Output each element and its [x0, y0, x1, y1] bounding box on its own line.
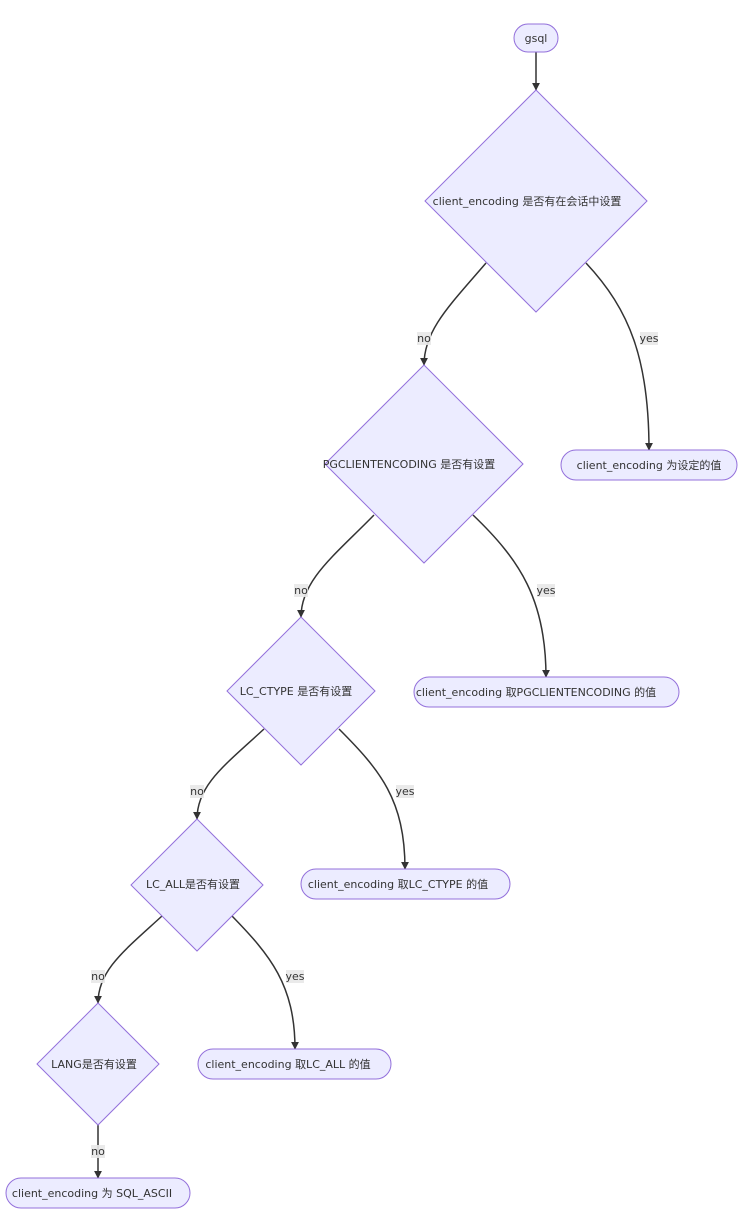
node-label: LANG是否有设置	[51, 1057, 137, 1071]
decision-pgclientencoding: PGCLIENTENCODING 是否有设置	[323, 364, 524, 564]
edge-pgclient-yes	[472, 514, 550, 678]
edge-label-lc-all-no: no	[91, 970, 105, 983]
result-session: client_encoding 为设定的值	[560, 449, 738, 481]
edge-label-lc-ctype-no: no	[190, 785, 204, 798]
decision-lc-ctype: LC_CTYPE 是否有设置	[226, 616, 376, 766]
edge-label-text: no	[91, 970, 105, 983]
edge-lc-all-no	[94, 915, 163, 1004]
result-pgclientencoding: client_encoding 取PGCLIENTENCODING 的值	[413, 676, 680, 708]
node-label: client_encoding 是否有在会话中设置	[433, 194, 622, 208]
node-label: client_encoding 取LC_CTYPE 的值	[308, 877, 488, 891]
edge-lc-all-yes	[231, 915, 299, 1050]
edge-label-text: yes	[536, 584, 555, 597]
node-start: gsql	[513, 23, 559, 53]
edge-label-pgclient-yes: yes	[536, 584, 556, 597]
decision-lc-all: LC_ALL是否有设置	[130, 818, 264, 952]
node-label: LC_ALL是否有设置	[146, 877, 240, 891]
edge-label-lc-ctype-yes: yes	[395, 785, 415, 798]
edge-label-text: no	[417, 332, 431, 345]
decision-session: client_encoding 是否有在会话中设置	[424, 89, 648, 313]
edge-label-session-yes: yes	[639, 332, 659, 345]
edge-session-yes	[585, 262, 653, 451]
edge-lc-ctype-no	[193, 728, 265, 820]
edge-label-text: no	[190, 785, 204, 798]
edge-session-no	[420, 262, 487, 366]
edge-label-text: no	[294, 584, 308, 597]
edge-label-text: yes	[639, 332, 658, 345]
edges	[94, 52, 653, 1179]
edge-label-text: yes	[285, 970, 304, 983]
node-label: client_encoding 为设定的值	[577, 458, 722, 472]
edge-pgclient-no	[297, 514, 375, 618]
edge-label-lang-no: no	[91, 1145, 105, 1158]
edge-label-session-no: no	[417, 332, 431, 345]
edge-label-pgclient-no: no	[294, 584, 308, 597]
decision-lang: LANG是否有设置	[36, 1002, 160, 1126]
node-label: client_encoding 取PGCLIENTENCODING 的值	[416, 685, 656, 699]
edge-labels: no yes no yes no yes no yes	[91, 332, 659, 1158]
node-label: client_encoding 为 SQL_ASCII	[12, 1187, 172, 1200]
node-label: PGCLIENTENCODING 是否有设置	[323, 457, 496, 471]
edge-label-text: yes	[395, 785, 414, 798]
result-lc-all: client_encoding 取LC_ALL 的值	[197, 1048, 392, 1080]
edge-lc-ctype-yes	[338, 728, 409, 870]
node-label: gsql	[525, 32, 548, 45]
edge-label-lc-all-yes: yes	[285, 970, 305, 983]
node-label: LC_CTYPE 是否有设置	[240, 684, 353, 698]
result-default: client_encoding 为 SQL_ASCII	[5, 1177, 191, 1209]
nodes: gsql client_encoding 是否有在会话中设置 client_en…	[5, 23, 738, 1209]
result-lc-ctype: client_encoding 取LC_CTYPE 的值	[300, 868, 511, 900]
edge-label-text: no	[91, 1145, 105, 1158]
node-label: client_encoding 取LC_ALL 的值	[205, 1057, 370, 1071]
